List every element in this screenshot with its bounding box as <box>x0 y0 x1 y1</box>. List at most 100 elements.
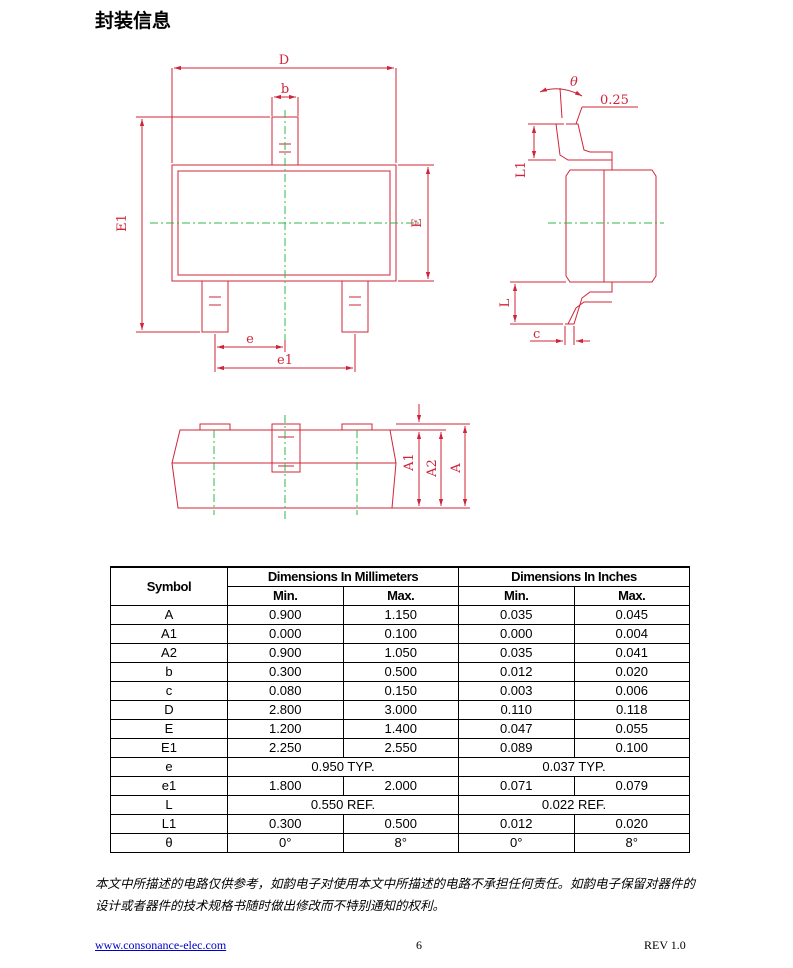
side-body <box>565 169 657 283</box>
cell-symbol: D <box>110 700 228 720</box>
header-millimeters: Dimensions In Millimeters <box>227 566 459 587</box>
cell-mm-min: 0.000 <box>227 624 344 644</box>
cell-mm-max: 1.050 <box>342 643 459 663</box>
cell-symbol: A <box>110 605 228 625</box>
cell-symbol: L <box>110 795 228 815</box>
cell-mm-max: 0.100 <box>342 624 459 644</box>
cell-mm-max: 0.150 <box>342 681 459 701</box>
label-E: E <box>410 218 425 228</box>
label-b: b <box>281 82 289 97</box>
top-centerlines <box>150 110 420 340</box>
section-heading: 封装信息 <box>95 10 172 32</box>
front-lead <box>271 423 301 473</box>
label-E1: E1 <box>115 214 130 232</box>
cell-in-max: 0.006 <box>573 681 690 701</box>
cell-in-max: 0.118 <box>573 700 690 720</box>
cell-symbol: E1 <box>110 738 228 758</box>
label-c: c <box>533 327 540 342</box>
table-row: D 2.800 3.000 0.110 0.118 <box>110 700 690 720</box>
header-symbol: Symbol <box>110 566 228 606</box>
cell-symbol: L1 <box>110 814 228 834</box>
cell-in-min: 0° <box>458 833 575 853</box>
label-A2: A2 <box>425 459 440 478</box>
cell-symbol: E <box>110 719 228 739</box>
cell-mm-span: 0.950 TYP. <box>227 757 459 777</box>
cell-in-min: 0.000 <box>458 624 575 644</box>
label-A: A <box>449 463 464 474</box>
cell-mm-max: 1.400 <box>342 719 459 739</box>
table-row: b 0.300 0.500 0.012 0.020 <box>110 662 690 682</box>
cell-mm-min: 0.900 <box>227 643 344 663</box>
table-row: E 1.200 1.400 0.047 0.055 <box>110 719 690 739</box>
table-row: L1 0.300 0.500 0.012 0.020 <box>110 814 690 834</box>
header-inches: Dimensions In Inches <box>458 566 690 587</box>
cell-mm-min: 2.800 <box>227 700 344 720</box>
header-in-max: Max. <box>573 586 690 606</box>
cell-mm-min: 0.300 <box>227 814 344 834</box>
table-row: e 0.950 TYP. 0.037 TYP. <box>110 757 690 777</box>
cell-symbol: b <box>110 662 228 682</box>
cell-in-min: 0.035 <box>458 605 575 625</box>
label-A1: A1 <box>402 453 417 472</box>
cell-mm-min: 0° <box>227 833 344 853</box>
cell-in-max: 0.055 <box>573 719 690 739</box>
cell-mm-max: 0.500 <box>342 662 459 682</box>
cell-mm-max: 1.150 <box>342 605 459 625</box>
table-row: e1 1.800 2.000 0.071 0.079 <box>110 776 690 796</box>
cell-mm-max: 0.500 <box>342 814 459 834</box>
cell-mm-max: 8° <box>342 833 459 853</box>
table-row: L 0.550 REF. 0.022 REF. <box>110 795 690 815</box>
cell-mm-min: 1.200 <box>227 719 344 739</box>
disclaimer-note: 本文中所描述的电路仅供参考，如韵电子对使用本文中所描述的电路不承担任何责任。如韵… <box>95 876 696 913</box>
label-D: D <box>279 53 289 68</box>
cell-mm-min: 2.250 <box>227 738 344 758</box>
cell-in-span: 0.022 REF. <box>458 795 690 815</box>
front-body <box>171 429 397 509</box>
table-row: A 0.900 1.150 0.035 0.045 <box>110 605 690 625</box>
dimensions-table: Symbol Dimensions In Millimeters Dimensi… <box>110 566 690 853</box>
cell-symbol: θ <box>110 833 228 853</box>
header-mm-min: Min. <box>227 586 344 606</box>
top-lead <box>271 116 299 166</box>
cell-in-min: 0.071 <box>458 776 575 796</box>
cell-in-max: 0.041 <box>573 643 690 663</box>
label-0.25: 0.25 <box>600 93 629 108</box>
cell-in-max: 0.100 <box>573 738 690 758</box>
lower-lead <box>565 282 613 325</box>
side-view <box>510 87 657 345</box>
cell-in-span: 0.037 TYP. <box>458 757 690 777</box>
cell-in-min: 0.012 <box>458 814 575 834</box>
cell-in-min: 0.003 <box>458 681 575 701</box>
cell-mm-min: 0.300 <box>227 662 344 682</box>
cell-in-min: 0.047 <box>458 719 575 739</box>
cell-mm-max: 3.000 <box>342 700 459 720</box>
cell-symbol: A1 <box>110 624 228 644</box>
cell-symbol: A2 <box>110 643 228 663</box>
cell-mm-min: 1.800 <box>227 776 344 796</box>
cell-in-min: 0.012 <box>458 662 575 682</box>
table-row: A2 0.900 1.050 0.035 0.041 <box>110 643 690 663</box>
front-centerlines <box>213 415 358 520</box>
header-in-min: Min. <box>458 586 575 606</box>
cell-mm-max: 2.550 <box>342 738 459 758</box>
cell-in-min: 0.110 <box>458 700 575 720</box>
cell-in-max: 0.045 <box>573 605 690 625</box>
label-L1: L1 <box>514 161 529 178</box>
header-mm-max: Max. <box>342 586 459 606</box>
cell-symbol: e <box>110 757 228 777</box>
label-theta: θ <box>570 75 578 90</box>
revision-label: REV 1.0 <box>644 938 686 952</box>
cell-in-min: 0.089 <box>458 738 575 758</box>
package-drawing: D b E1 E e e1 θ 0.25 L1 L c <box>115 53 664 520</box>
cell-in-max: 0.020 <box>573 814 690 834</box>
bottom-lead-right <box>341 280 369 333</box>
label-e1: e1 <box>277 353 293 368</box>
table-row: E1 2.250 2.550 0.089 0.100 <box>110 738 690 758</box>
cell-in-max: 8° <box>573 833 690 853</box>
website-link[interactable]: www.consonance-elec.com <box>95 938 227 952</box>
label-L: L <box>498 298 513 307</box>
cell-symbol: c <box>110 681 228 701</box>
front-view <box>171 404 470 509</box>
label-e: e <box>246 332 254 347</box>
cell-symbol: e1 <box>110 776 228 796</box>
